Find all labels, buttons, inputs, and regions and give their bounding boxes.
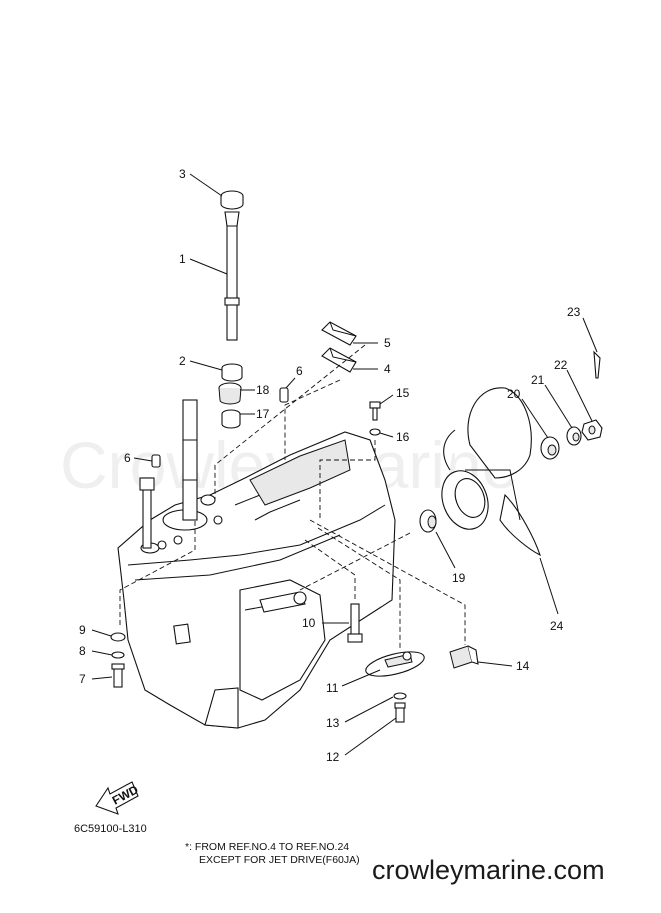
callout-6-left: 6 [124,451,131,465]
part-6-pin-left [151,454,161,468]
callout-numbers: 3 1 2 5 4 6 18 17 15 16 6 20 21 22 23 19… [79,167,581,764]
callout-21: 21 [531,373,545,387]
callout-4: 4 [384,362,391,376]
callout-11: 11 [326,681,339,695]
part-19-thrust-washer [419,509,437,533]
drive-shaft-in-housing [139,399,198,549]
part-16-washer [369,428,381,436]
part-9-washer [110,632,126,642]
callout-2: 2 [179,354,186,368]
callout-18: 18 [256,383,270,397]
site-watermark: crowleymarine.com [372,855,605,885]
note-line-2: EXCEPT FOR JET DRIVE(F60JA) [199,854,360,866]
part-13-washer [393,692,407,700]
part-17-collar [221,409,241,429]
part-12-bolt [394,702,406,723]
part-10-bolt [347,603,363,643]
callout-3: 3 [179,167,186,181]
part-24-propeller [441,387,541,557]
part-20-spacer [540,436,560,460]
callout-10: 10 [302,616,316,630]
callout-20: 20 [507,387,521,401]
callout-1: 1 [179,252,186,266]
part-1-drive-shaft [224,211,240,341]
part-21-washer [566,426,582,446]
part-8-washer [111,651,125,659]
note-line-1: *: FROM REF.NO.4 TO REF.NO.24 [185,841,350,853]
part-23-cotter-pin [593,350,601,379]
callout-8: 8 [79,644,86,658]
fwd-label: FWD [110,782,141,807]
part-11-anode-plate [365,651,425,677]
part-6-pin-upper [279,387,289,403]
callout-19: 19 [452,571,466,585]
part-15-bolt [369,401,381,421]
callout-9: 9 [79,623,86,637]
callout-13: 13 [326,716,340,730]
callout-12: 12 [326,750,340,764]
callout-7: 7 [79,672,86,686]
callout-22: 22 [554,358,568,372]
part-18-bushing [218,382,242,405]
leader-lines [91,173,598,756]
callout-6-upper: 6 [296,364,303,378]
callout-15: 15 [396,386,410,400]
part-7-bolt [111,663,125,688]
assembly-guide-lines [119,344,466,650]
callout-16: 16 [396,430,410,444]
part-4-rubber-seal [321,347,357,373]
part-5-rubber-seal [321,321,357,346]
part-3-cap [220,190,244,210]
callout-23: 23 [567,305,581,319]
part-22-nut [581,419,603,441]
callout-24: 24 [550,619,564,633]
callout-5: 5 [384,336,391,350]
fwd-arrow: FWD [95,781,141,815]
part-14-anode [449,645,479,669]
diagram-code: 6C59100-L310 [74,823,147,835]
callout-14: 14 [516,659,530,673]
part-2-seal [221,363,243,382]
callout-17: 17 [256,407,270,421]
